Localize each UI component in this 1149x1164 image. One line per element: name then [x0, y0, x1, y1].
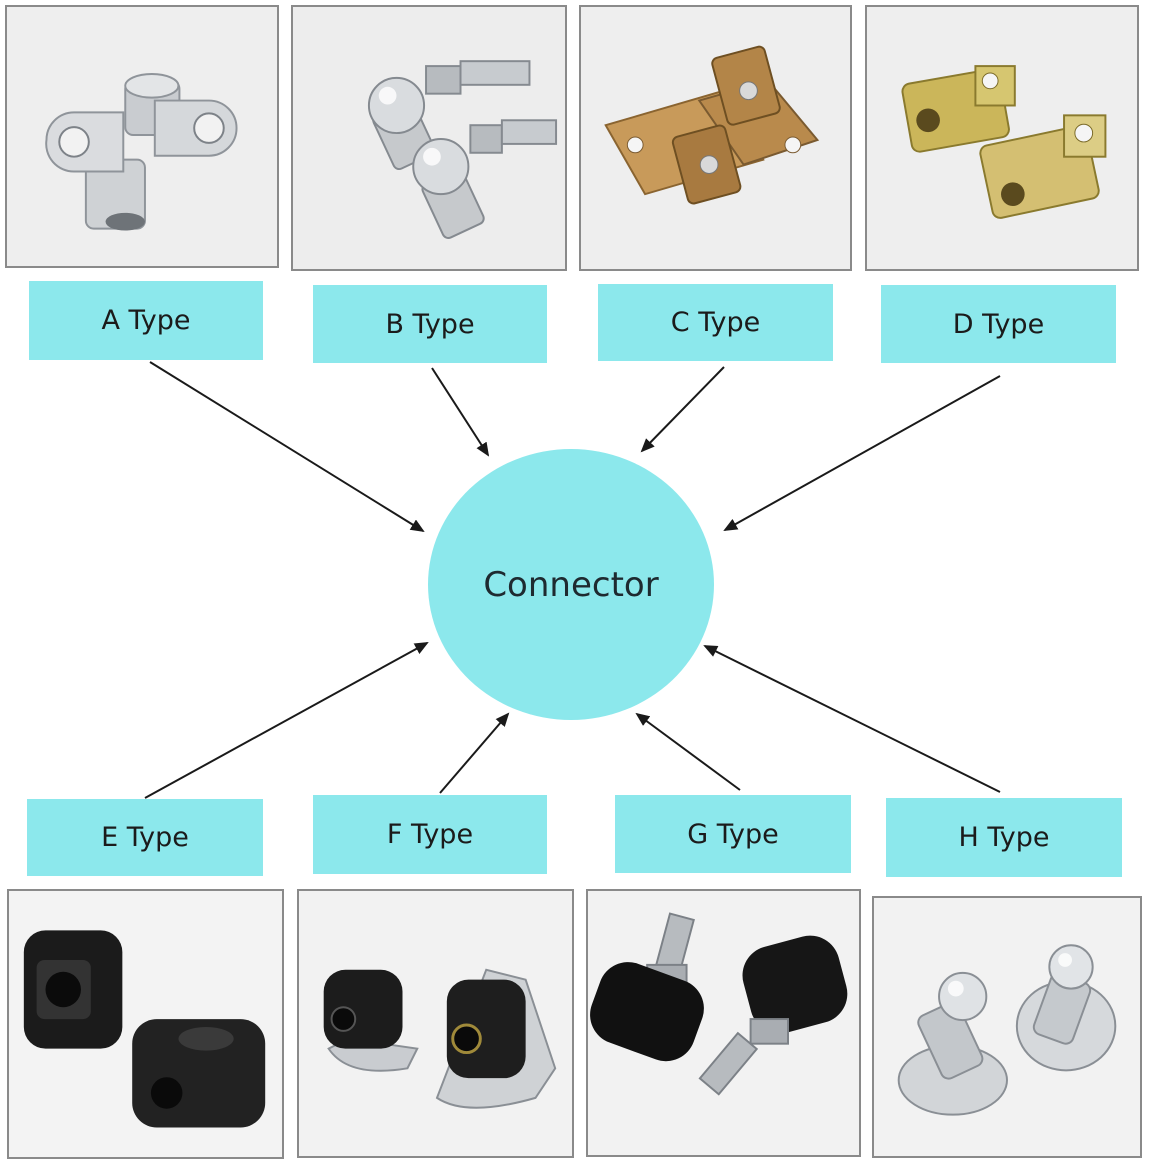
photo-d-type: [865, 5, 1139, 271]
arrow-e-type: [144, 642, 429, 799]
label-b-type: B Type: [313, 285, 547, 363]
silver-eye-end-fitting-icon: [7, 7, 277, 266]
label-h-type: H Type: [886, 798, 1122, 877]
silver-ball-socket-on-flange-icon: [874, 898, 1140, 1156]
black-ball-socket-with-stud-icon: [588, 891, 859, 1155]
connector-label: Connector: [483, 564, 659, 605]
label-f-type: F Type: [313, 795, 547, 874]
arrow-a-type: [149, 361, 425, 533]
photo-e-type: [7, 889, 284, 1159]
arrow-b-type: [431, 367, 490, 457]
arrow-c-type: [640, 366, 725, 453]
connector-hub: Connector: [428, 449, 714, 720]
label-a-type: A Type: [29, 281, 263, 360]
label-d-type: D Type: [881, 285, 1116, 363]
label-e-type: E Type: [27, 799, 263, 876]
brass-plated-bracket-mount-icon: [581, 7, 850, 269]
photo-b-type: [291, 5, 567, 271]
black-socket-on-metal-bracket-icon: [299, 891, 572, 1156]
arrow-g-type: [635, 712, 741, 791]
brass-plated-clevis-fork-icon: [867, 7, 1137, 269]
photo-a-type: [5, 5, 279, 268]
arrow-d-type: [723, 375, 1001, 531]
black-plastic-eye-end-icon: [9, 891, 282, 1157]
arrow-f-type: [439, 712, 510, 794]
silver-ball-socket-with-stud-icon: [293, 7, 565, 269]
label-g-type: G Type: [615, 795, 851, 873]
arrow-h-type: [703, 645, 1001, 793]
photo-h-type: [872, 896, 1142, 1158]
photo-c-type: [579, 5, 852, 271]
photo-f-type: [297, 889, 574, 1158]
label-c-type: C Type: [598, 284, 833, 361]
photo-g-type: [586, 889, 861, 1157]
